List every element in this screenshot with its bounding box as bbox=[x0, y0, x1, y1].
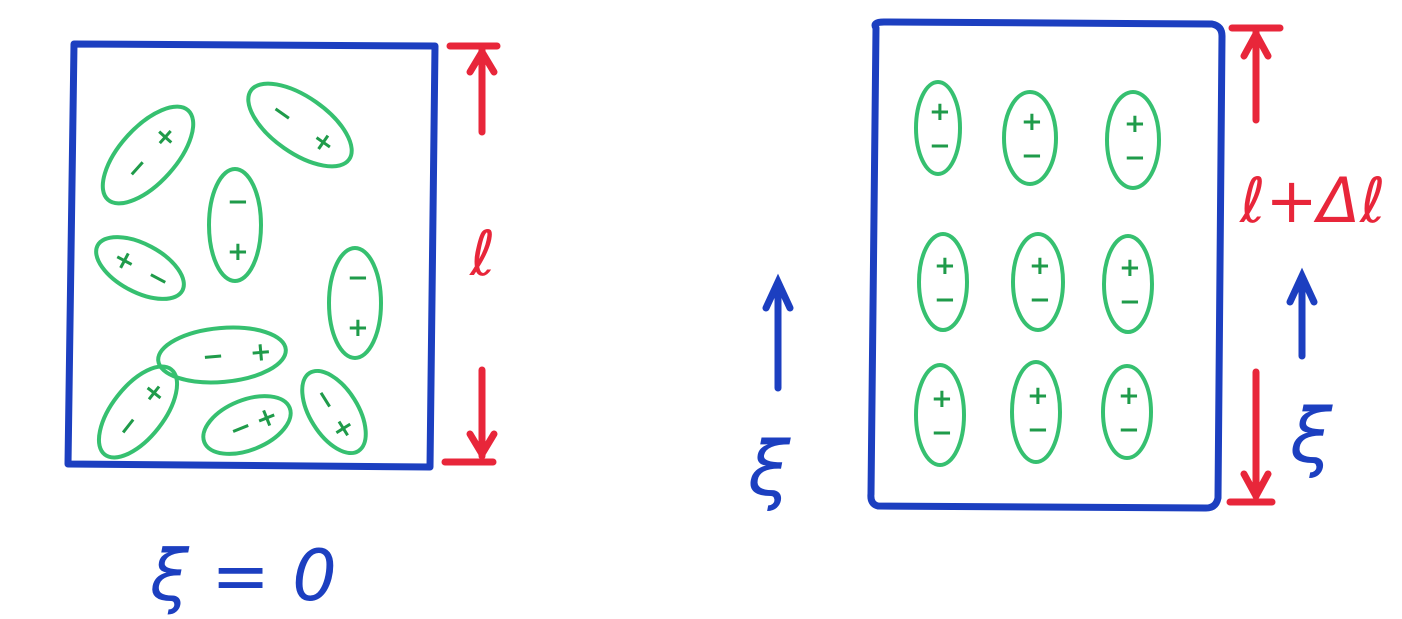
minus-sign: − bbox=[110, 408, 147, 444]
minus-sign: − bbox=[141, 260, 174, 297]
field-zero-label: ξ = 0 bbox=[149, 535, 337, 617]
plus-sign: + bbox=[325, 411, 362, 445]
plus-sign: + bbox=[1029, 251, 1051, 281]
dipole: − + bbox=[201, 394, 293, 456]
dipole: − + bbox=[300, 368, 368, 456]
minus-sign: − bbox=[307, 383, 344, 417]
plus-sign: + bbox=[108, 242, 141, 279]
plus-sign: + bbox=[929, 97, 951, 127]
minus-sign: − bbox=[201, 341, 225, 373]
plus-sign: + bbox=[347, 313, 369, 343]
plus-sign: + bbox=[1119, 253, 1141, 283]
field-label-right: ξ bbox=[1289, 391, 1333, 480]
minus-sign: − bbox=[265, 95, 300, 132]
plus-sign: + bbox=[136, 375, 173, 411]
right-length-dimension bbox=[1226, 24, 1284, 506]
left-panel: − + − + − + + − − + bbox=[64, 40, 501, 617]
dipole: + − bbox=[917, 232, 969, 332]
plus-sign: + bbox=[251, 400, 282, 436]
minus-sign: − bbox=[347, 263, 369, 293]
right-box bbox=[867, 18, 1226, 512]
dipole: − + bbox=[246, 81, 354, 169]
plus-sign: + bbox=[227, 237, 249, 267]
minus-sign: − bbox=[1021, 141, 1043, 171]
dipole: + − bbox=[1105, 90, 1161, 190]
plus-sign: + bbox=[1124, 109, 1146, 139]
dipole: − + bbox=[207, 167, 263, 283]
dipole: − + bbox=[100, 104, 196, 206]
minus-sign: − bbox=[1029, 285, 1051, 315]
field-arrow-right bbox=[1286, 267, 1318, 360]
left-dipoles: − + − + − + + − − + bbox=[94, 81, 383, 460]
dipole: + − bbox=[1011, 232, 1065, 332]
plus-sign: + bbox=[1027, 381, 1049, 411]
minus-sign: − bbox=[227, 187, 249, 217]
plus-sign: + bbox=[147, 119, 184, 155]
length-label: ℓ bbox=[469, 217, 496, 290]
dipole: + − bbox=[1002, 90, 1058, 186]
dipole: + − bbox=[1010, 360, 1062, 464]
plus-sign: + bbox=[931, 384, 953, 414]
right-panel: + − + − + − + − + − bbox=[747, 18, 1386, 513]
field-arrow-left bbox=[762, 273, 794, 392]
minus-sign: − bbox=[1027, 415, 1049, 445]
plus-sign: + bbox=[1118, 381, 1140, 411]
dipole: − + bbox=[327, 246, 383, 360]
left-box bbox=[64, 40, 439, 471]
dipole: + − bbox=[1102, 234, 1154, 334]
dipole: − + bbox=[96, 364, 180, 460]
plus-sign: + bbox=[249, 337, 273, 369]
plus-sign: + bbox=[1021, 107, 1043, 137]
minus-sign: − bbox=[1119, 287, 1141, 317]
right-dipoles: + − + − + − + − + − bbox=[914, 80, 1161, 467]
plus-sign: + bbox=[306, 124, 341, 161]
minus-sign: − bbox=[1124, 143, 1146, 173]
dipole: + − bbox=[1101, 364, 1153, 460]
minus-sign: − bbox=[225, 411, 256, 447]
stretched-length-label: ℓ+Δℓ bbox=[1239, 164, 1386, 237]
minus-sign: − bbox=[929, 131, 951, 161]
minus-sign: − bbox=[1118, 415, 1140, 445]
minus-sign: − bbox=[931, 418, 953, 448]
minus-sign: − bbox=[934, 285, 956, 315]
dipole: + − bbox=[914, 80, 962, 176]
dipole: + − bbox=[94, 235, 186, 301]
plus-sign: + bbox=[934, 251, 956, 281]
dipole: + − bbox=[914, 363, 966, 467]
left-length-dimension bbox=[441, 42, 501, 466]
dipole: − + bbox=[156, 325, 288, 385]
field-label-left: ξ bbox=[747, 424, 791, 513]
minus-sign: − bbox=[119, 150, 156, 186]
